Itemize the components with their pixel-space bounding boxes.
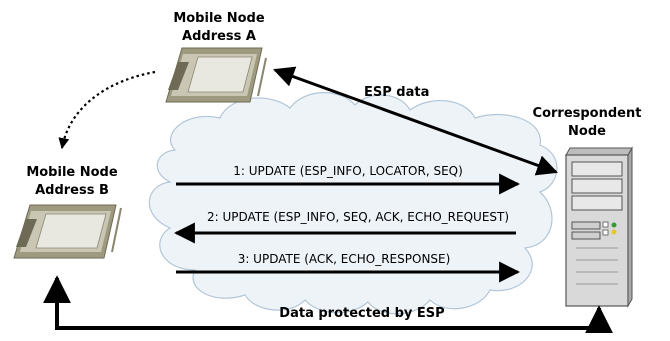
correspondent-label-line2: Node: [568, 124, 606, 139]
message-label-1: 1: UPDATE (ESP_INFO, LOCATOR, SEQ): [233, 164, 463, 178]
led-yellow: [611, 229, 617, 235]
led-green: [611, 222, 617, 228]
network-cloud-icon: [148, 92, 558, 315]
pda-device-icon: [165, 47, 267, 103]
movement-arrow: [58, 70, 156, 150]
pda-device-icon: [13, 204, 122, 259]
protected-data-path: [43, 275, 613, 334]
mobile-b-label-line1: Mobile Node: [26, 165, 118, 180]
correspondent-label-line1: Correspondent: [533, 106, 642, 121]
protected-data-label: Data protected by ESP: [279, 306, 444, 321]
server-tower-icon: [565, 146, 633, 308]
mobile-a-label-line2: Address A: [182, 29, 256, 44]
message-label-2: 2: UPDATE (ESP_INFO, SEQ, ACK, ECHO_REQU…: [207, 210, 509, 224]
esp-data-arrow: [273, 66, 558, 176]
message-label-3: 3: UPDATE (ACK, ECHO_RESPONSE): [238, 252, 451, 266]
mobile-a-label-line1: Mobile Node: [173, 11, 265, 26]
mobile-b-label-line2: Address B: [35, 183, 109, 198]
esp-data-label: ESP data: [364, 85, 429, 100]
